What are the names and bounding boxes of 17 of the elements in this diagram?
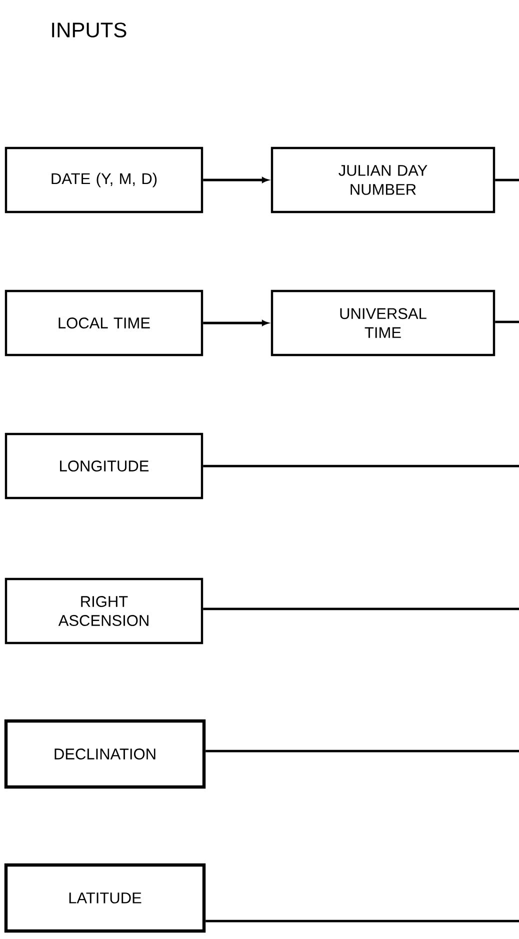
connector-line [203,608,519,610]
connector-line [206,920,519,922]
connector-line [206,750,519,752]
input-box: LATITUDE [4,863,206,933]
input-box: LOCAL TIME [4,290,204,356]
input-box: UNIVERSAL TIME [270,290,496,356]
connector-line [495,178,519,182]
input-box: DECLINATION [4,719,206,789]
input-box: RIGHT ASCENSION [4,578,204,644]
connector-line [203,464,519,468]
input-box: LONGITUDE [4,432,204,500]
input-box: DATE (Y, M, D) [4,146,204,214]
connector-line [203,177,268,183]
heading: INPUTS [52,22,126,38]
input-box: JULIAN DAY NUMBER [270,146,496,214]
connector-line [203,320,268,326]
connector-line [495,320,519,324]
